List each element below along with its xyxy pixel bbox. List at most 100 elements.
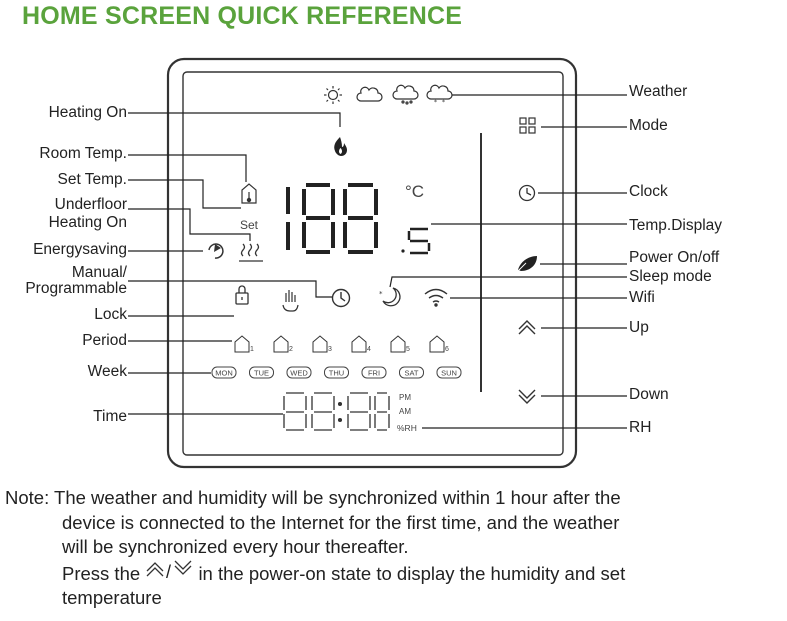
period-number: 6 bbox=[445, 346, 449, 353]
device-outer-frame bbox=[166, 57, 578, 469]
label-room-temp: Room Temp. bbox=[39, 145, 127, 162]
leader-lines bbox=[128, 112, 341, 415]
leader-manual bbox=[128, 280, 332, 298]
day-pill: THU bbox=[324, 366, 349, 379]
note-line-4-a: Press the bbox=[62, 562, 141, 584]
clock-icon-right bbox=[518, 184, 536, 202]
period-number: 4 bbox=[367, 346, 371, 353]
label-mode: Mode bbox=[629, 117, 668, 134]
leader-sleep bbox=[389, 276, 627, 288]
note-line-4: Press the / in the power-on state to dis… bbox=[5, 560, 625, 587]
week-row: MON TUE WED THU FRI SAT SUN bbox=[211, 366, 462, 379]
day-label: TUE bbox=[254, 369, 269, 378]
day-label: FRI bbox=[368, 369, 380, 378]
note-line-1: Note: The weather and humidity will be s… bbox=[5, 487, 621, 508]
day-pill: FRI bbox=[361, 366, 387, 379]
thermometer-house-icon bbox=[241, 183, 257, 204]
label-period: Period bbox=[82, 332, 127, 349]
label-heating-on: Heating On bbox=[48, 104, 127, 121]
cloud-icon bbox=[356, 86, 383, 102]
label-week: Week bbox=[87, 363, 127, 380]
label-underfloor-2: Heating On bbox=[48, 214, 127, 231]
period-number: 5 bbox=[406, 346, 410, 353]
wifi-icon bbox=[424, 288, 448, 307]
chevron-up-icon-note bbox=[146, 561, 164, 571]
leader-lines-right bbox=[389, 94, 627, 429]
svg-text:*: * bbox=[379, 290, 383, 298]
chevron-down-icon bbox=[518, 389, 536, 404]
period-number: 3 bbox=[328, 346, 332, 353]
label-underfloor-1: Underfloor bbox=[54, 196, 127, 213]
note-line-2: device is connected to the Internet for … bbox=[62, 511, 620, 533]
label-power: Power On/off bbox=[629, 249, 720, 266]
lock-icon bbox=[235, 285, 249, 305]
day-pill: MON bbox=[211, 366, 237, 379]
label-down: Down bbox=[629, 386, 669, 403]
set-label: Set bbox=[240, 218, 259, 232]
day-label: SUN bbox=[441, 369, 457, 378]
label-energysaving: Energysaving bbox=[33, 241, 127, 258]
clock-icon bbox=[331, 288, 351, 308]
chevron-up-icon bbox=[518, 320, 536, 335]
day-label: THU bbox=[329, 369, 344, 378]
sun-icon bbox=[324, 86, 342, 104]
hand-icon bbox=[282, 290, 299, 312]
time-digits: 88:88 bbox=[283, 392, 390, 431]
day-pill: TUE bbox=[249, 366, 274, 379]
label-rh: RH bbox=[629, 419, 652, 436]
day-label: WED bbox=[290, 369, 308, 378]
leader-underfloor bbox=[128, 208, 251, 241]
am-indicator: AM bbox=[399, 407, 411, 416]
period-row: 1 2 3 4 5 6 bbox=[234, 335, 449, 353]
note-text: Note: The weather and humidity will be s… bbox=[5, 486, 625, 611]
note-slash: / bbox=[166, 562, 171, 582]
rain-icon bbox=[392, 84, 419, 105]
day-pill: SAT bbox=[399, 366, 424, 379]
period-icon: 5 bbox=[390, 335, 410, 353]
svg-text:*: * bbox=[442, 99, 445, 106]
temp-unit: °C bbox=[405, 182, 424, 201]
period-icon: 4 bbox=[351, 335, 371, 353]
leader-set-temp bbox=[128, 179, 241, 209]
label-weather: Weather bbox=[629, 83, 688, 100]
mode-grid-icon bbox=[519, 117, 536, 134]
label-set-temp: Set Temp. bbox=[57, 171, 127, 188]
pm-indicator: PM bbox=[399, 393, 411, 402]
period-number: 1 bbox=[250, 346, 254, 353]
moon-icon: * bbox=[379, 287, 401, 307]
label-temp-display: Temp.Display bbox=[629, 217, 723, 234]
period-icon: 3 bbox=[312, 335, 332, 353]
svg-text:*: * bbox=[434, 99, 437, 106]
snow-icon: * * bbox=[426, 84, 453, 106]
temp-decimal-digit bbox=[401, 227, 431, 255]
temp-digits: 188.5 bbox=[286, 183, 378, 254]
leader-room-temp bbox=[128, 154, 247, 182]
label-clock: Clock bbox=[629, 183, 668, 200]
day-label: SAT bbox=[404, 369, 418, 378]
day-pill: WED bbox=[286, 366, 312, 379]
note-line-3: will be synchronized every hour thereaft… bbox=[62, 536, 409, 557]
period-icon: 2 bbox=[273, 335, 293, 353]
device-screen-frame bbox=[182, 71, 564, 456]
label-sleep: Sleep mode bbox=[629, 268, 712, 285]
period-icon: 6 bbox=[429, 335, 449, 353]
floor-heat-icon bbox=[239, 243, 263, 262]
period-number: 2 bbox=[289, 346, 293, 353]
period-icon: 1 bbox=[234, 335, 254, 353]
up-down-icons: / bbox=[146, 560, 192, 582]
flame-icon bbox=[334, 137, 347, 156]
note-line-4-b: in the power-on state to display the hum… bbox=[198, 562, 626, 584]
label-lock: Lock bbox=[94, 306, 127, 323]
label-manual-2: Programmable bbox=[25, 280, 127, 297]
rh-indicator: %RH bbox=[397, 423, 417, 433]
label-manual-1: Manual/ bbox=[71, 264, 127, 281]
label-wifi: Wifi bbox=[629, 289, 655, 306]
day-pill: SUN bbox=[436, 366, 462, 379]
label-time: Time bbox=[93, 408, 127, 425]
chevron-down-icon-note bbox=[174, 560, 192, 570]
leader-heating-on bbox=[128, 112, 341, 127]
leaf-icon bbox=[516, 256, 537, 273]
page-title: HOME SCREEN QUICK REFERENCE bbox=[22, 2, 463, 30]
day-label: MON bbox=[215, 369, 233, 378]
